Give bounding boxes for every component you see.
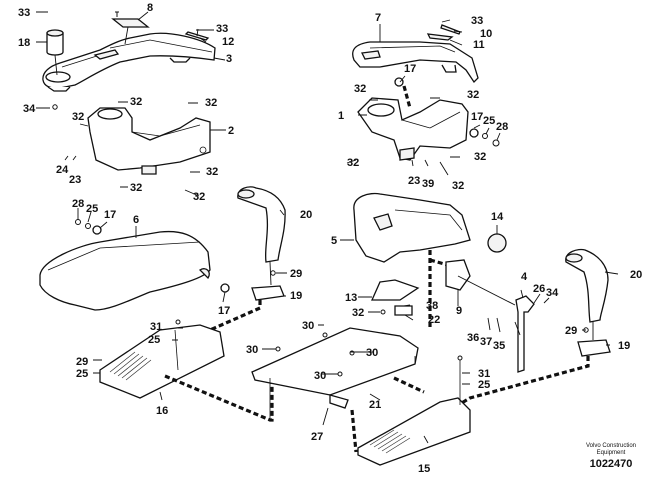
callout-12: 12	[222, 36, 234, 48]
publisher-line-2: Equipment	[596, 450, 626, 456]
callout-30: 30	[314, 370, 326, 382]
callout-19: 19	[290, 290, 302, 302]
callout-34: 34	[546, 287, 559, 299]
callout-32: 32	[347, 157, 359, 169]
callout-6: 6	[133, 214, 139, 226]
callout-32: 32	[452, 180, 464, 192]
callout-28: 28	[496, 121, 508, 133]
callout-38: 38	[426, 300, 438, 312]
part-22-block	[394, 305, 413, 316]
part-13-bracket	[370, 279, 420, 316]
callout-39: 39	[422, 178, 434, 190]
callout-33: 33	[471, 15, 483, 27]
callout-20: 20	[630, 269, 642, 281]
part-16-bracket	[99, 319, 225, 399]
part-8-plate	[111, 18, 150, 28]
part-14-knob	[487, 233, 507, 253]
leader-lines	[36, 11, 619, 444]
callout-14: 14	[491, 211, 504, 223]
callout-7: 7	[375, 12, 381, 24]
part-6-side-cover	[39, 219, 230, 311]
callout-34: 34	[23, 103, 36, 115]
callout-21: 21	[369, 399, 381, 411]
callout-30: 30	[246, 344, 258, 356]
callout-13: 13	[345, 292, 357, 304]
part-3-top-cover	[42, 32, 216, 92]
callout-32: 32	[467, 89, 479, 101]
callout-11: 11	[473, 39, 485, 51]
callout-1: 1	[338, 110, 344, 122]
callout-25: 25	[483, 115, 495, 127]
callout-32: 32	[354, 83, 366, 95]
callout-25: 25	[86, 203, 98, 215]
callout-19: 19	[618, 340, 630, 352]
callout-22: 22	[428, 314, 440, 326]
callout-2: 2	[228, 125, 234, 137]
callout-26: 26	[533, 283, 545, 295]
callout-17: 17	[104, 209, 116, 221]
part-20-joystick-left	[237, 186, 286, 301]
callout-32: 32	[352, 307, 364, 319]
callout-25: 25	[478, 379, 490, 391]
callout-17: 17	[471, 111, 483, 123]
callout-17: 17	[218, 305, 230, 317]
part-2-console-base	[87, 107, 211, 175]
callout-36: 36	[467, 332, 479, 344]
callout-10: 10	[480, 28, 492, 40]
callout-8: 8	[147, 2, 153, 14]
part-17-plug	[394, 77, 404, 87]
callout-27: 27	[311, 431, 323, 443]
callout-25: 25	[148, 334, 160, 346]
callout-18: 18	[18, 37, 30, 49]
callout-20: 20	[300, 209, 312, 221]
callout-30: 30	[302, 320, 314, 332]
callout-32: 32	[474, 151, 486, 163]
part-10-strip	[440, 24, 461, 35]
callout-30: 30	[366, 347, 378, 359]
callout-32: 32	[206, 166, 218, 178]
part-20-joystick-right	[565, 248, 611, 357]
callout-15: 15	[418, 463, 430, 475]
callout-31: 31	[150, 321, 162, 333]
part-5-armrest	[353, 192, 471, 263]
callout-32: 32	[130, 182, 142, 194]
callout-29: 29	[76, 356, 88, 368]
callout-35: 35	[493, 340, 505, 352]
part-9-boot	[445, 259, 471, 291]
callout-31: 31	[478, 368, 490, 380]
callout-32: 32	[130, 96, 142, 108]
callout-24: 24	[56, 164, 69, 176]
callout-4: 4	[521, 271, 528, 283]
callout-29: 29	[290, 268, 302, 280]
part-4-lever	[515, 295, 535, 373]
callout-25: 25	[76, 368, 88, 380]
callout-33: 33	[18, 7, 30, 19]
callout-23: 23	[69, 174, 81, 186]
callout-37: 37	[480, 336, 492, 348]
drawing-number: 1022470	[589, 458, 633, 470]
callout-32: 32	[72, 111, 84, 123]
part-11-plate	[426, 33, 454, 41]
part-7-top-cover	[352, 41, 479, 84]
part-21-plate	[251, 327, 419, 420]
callout-23: 23	[408, 175, 420, 187]
callout-17: 17	[404, 63, 416, 75]
callout-16: 16	[156, 405, 168, 417]
callout-32: 32	[205, 97, 217, 109]
callout-3: 3	[226, 53, 232, 65]
callout-33: 33	[216, 23, 228, 35]
callout-32: 32	[193, 191, 205, 203]
part-15-bracket	[357, 355, 471, 466]
callout-labels: 33 8 33 12 18 3 34 32 32 32 2 24 23 32 3…	[18, 2, 642, 475]
publisher-line-1: Volvo Construction	[585, 443, 637, 449]
callout-9: 9	[456, 305, 462, 317]
callout-29: 29	[565, 325, 577, 337]
callout-28: 28	[72, 198, 84, 210]
part-1-console-base	[357, 77, 500, 161]
publisher-caption: Volvo Construction Equipment	[572, 443, 650, 457]
part-18-knob	[46, 29, 64, 56]
callout-5: 5	[331, 235, 337, 247]
